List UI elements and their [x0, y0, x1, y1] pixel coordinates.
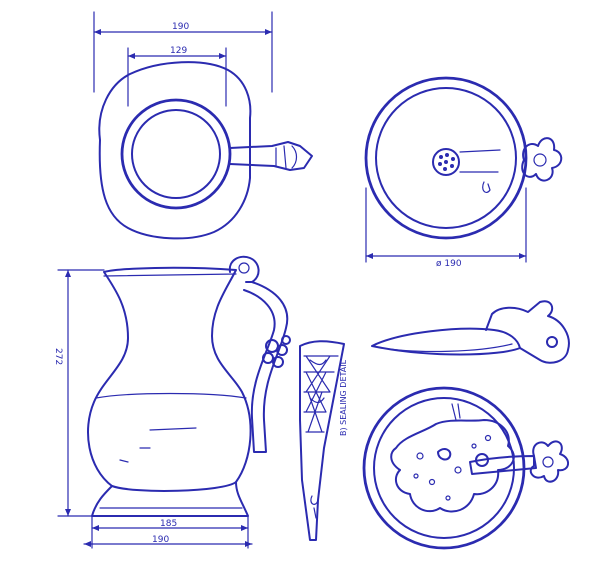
lid-view: ø 190 — [364, 76, 563, 269]
interior-center-mark — [437, 448, 452, 461]
interior-knob — [529, 440, 569, 483]
lid-profile-thumbpiece — [485, 300, 570, 364]
sealing-detail-note: B) SEALING DETAIL — [339, 359, 348, 436]
dim-top-outer-label: 190 — [172, 22, 189, 32]
lid-profile-lip — [381, 343, 513, 353]
jug-waist-band — [95, 392, 247, 399]
interior-handle-boss — [475, 453, 489, 467]
interior-handle-arm — [469, 455, 537, 475]
top-view-ring-outer — [120, 98, 232, 210]
top-view-ring-inner — [131, 109, 221, 199]
interior-rim-marks — [451, 403, 461, 421]
lid-hinge-pin — [533, 153, 547, 167]
top-view-jug: 190 129 — [93, 11, 313, 240]
jug-thumbpiece-pin — [238, 262, 250, 274]
dim-base-outer-label: 190 — [152, 535, 169, 545]
jug-handle-ornament — [262, 335, 291, 368]
top-view-handle-detail — [275, 145, 298, 169]
lid-marks — [459, 149, 501, 194]
lid-profile-pin — [546, 336, 558, 348]
jug-body-profile — [87, 266, 252, 492]
handle-detail-curls — [309, 359, 327, 404]
dim-base-inner-label: 185 — [160, 519, 177, 529]
jug-lid-thumbpiece — [228, 255, 260, 283]
lid-hinge-knob — [521, 137, 563, 182]
dim-top-inner-label: 129 — [170, 46, 187, 56]
handle-detail-outline — [299, 340, 345, 541]
jug-handle — [243, 281, 289, 453]
lid-inner-ring — [375, 87, 517, 229]
top-view-handle — [229, 141, 313, 171]
interior-deposit — [390, 419, 515, 513]
interior-knob-pin — [542, 456, 554, 468]
jug-rim-line — [103, 273, 237, 277]
handle-detail-lattice — [303, 355, 339, 433]
interior-deposit-speckles — [413, 434, 492, 501]
interior-outer-ring — [362, 386, 526, 550]
lid-profile — [371, 300, 570, 364]
interior-inner-ring — [373, 397, 515, 539]
jug-foot — [91, 481, 249, 517]
handle-detail: B) SEALING DETAIL — [299, 340, 348, 541]
side-elevation: 272 185 190 — [53, 255, 291, 549]
top-view-outer-rim — [98, 61, 252, 240]
lid-rosette — [432, 148, 460, 176]
lid-profile-shape — [371, 327, 521, 356]
dim-height-label: 272 — [53, 348, 63, 365]
dim-lid-label: ø 190 — [436, 259, 462, 269]
jug-belly-marks — [119, 427, 197, 463]
lid-outer-ring — [364, 76, 528, 240]
interior-view — [362, 386, 569, 550]
lid-rosette-dots — [438, 153, 455, 171]
handle-detail-monogram — [310, 495, 319, 519]
